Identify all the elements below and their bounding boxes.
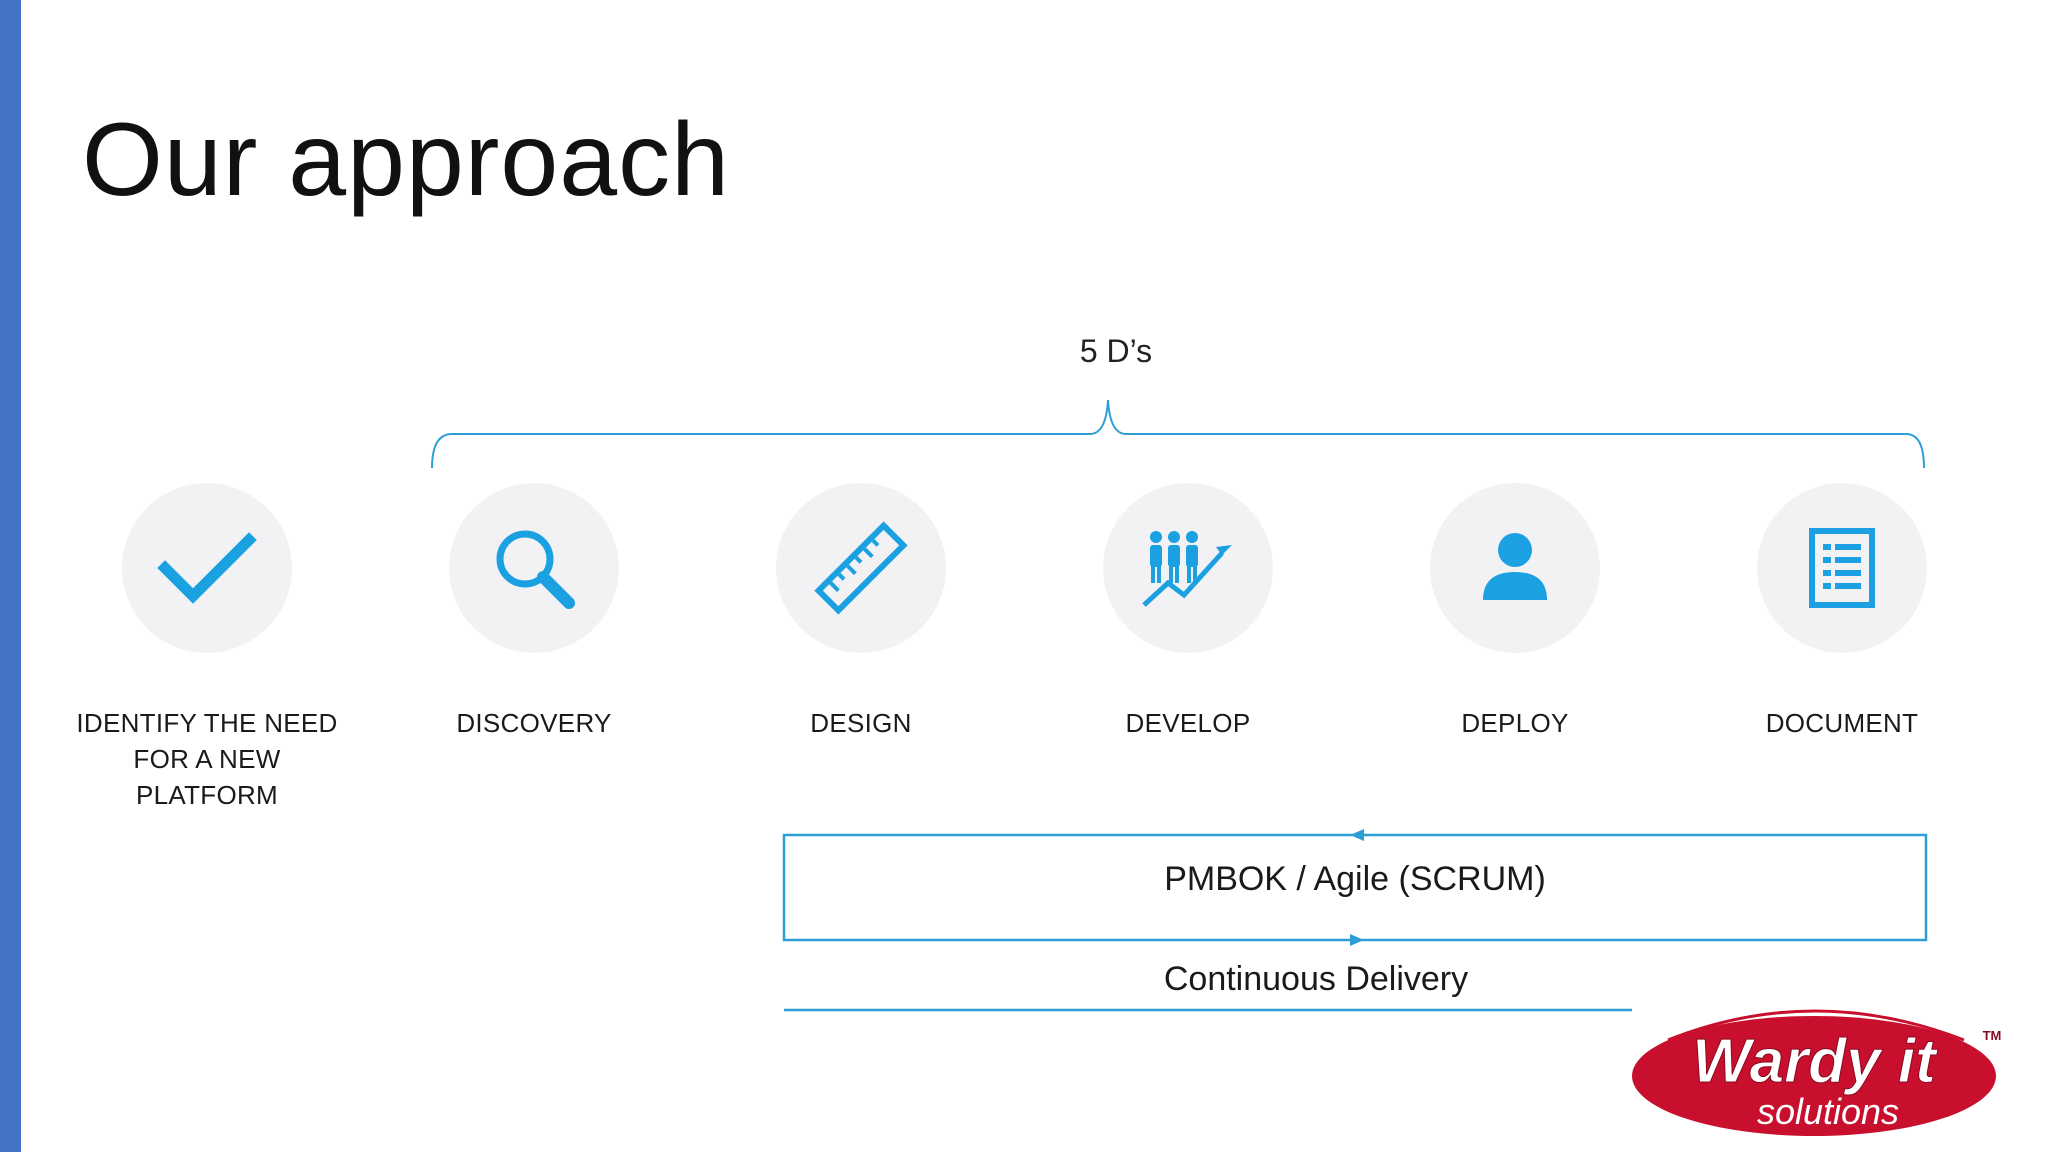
document-list-icon xyxy=(1809,528,1875,608)
step-label: IDENTIFY THE NEED FOR A NEW PLATFORM xyxy=(76,708,338,810)
step-label: DEPLOY xyxy=(1461,708,1569,738)
step-label: DISCOVERY xyxy=(456,708,612,738)
five-ds-heading: 5 D’s xyxy=(1079,333,1153,369)
step-label: DEVELOP xyxy=(1125,708,1251,738)
step-icon-circle xyxy=(122,483,292,653)
step-document: DOCUMENT xyxy=(1707,483,1977,741)
step-label: DOCUMENT xyxy=(1765,708,1919,738)
wardy-it-logo: Wardy it solutions TM xyxy=(1632,1009,2002,1136)
step-icon-circle xyxy=(449,483,619,653)
person-icon xyxy=(1483,533,1547,600)
step-icon-circle xyxy=(776,483,946,653)
step-icon-circle xyxy=(1103,483,1273,653)
step-design: DESIGN xyxy=(726,483,996,741)
logo-brand: Wardy it xyxy=(1692,1027,1938,1096)
step-deploy: DEPLOY xyxy=(1380,483,1650,741)
step-icon-circle xyxy=(1430,483,1600,653)
step-identify: IDENTIFY THE NEED FOR A NEW PLATFORM xyxy=(72,483,342,813)
team-growth-icon xyxy=(1142,531,1232,607)
step-label: DESIGN xyxy=(810,708,912,738)
five-ds-brace xyxy=(431,399,1925,469)
cycle-arrow-left xyxy=(1350,829,1364,841)
checkmark-icon xyxy=(157,532,257,604)
accent-bar xyxy=(0,0,21,1152)
step-discovery: DISCOVERY xyxy=(399,483,669,741)
logo-tagline: solutions xyxy=(1757,1091,1899,1132)
cycle-arrow-right xyxy=(1350,934,1364,946)
ruler-icon xyxy=(814,521,908,615)
slide-title: Our approach xyxy=(82,102,730,218)
continuous-delivery-label: Continuous Delivery xyxy=(1163,960,1469,998)
step-develop: DEVELOP xyxy=(1053,483,1323,741)
magnifier-icon xyxy=(496,530,575,609)
agile-cycle-label: PMBOK / Agile (SCRUM) xyxy=(1164,860,1546,898)
step-icon-circle xyxy=(1757,483,1927,653)
logo-trademark: TM xyxy=(1983,1028,2002,1043)
